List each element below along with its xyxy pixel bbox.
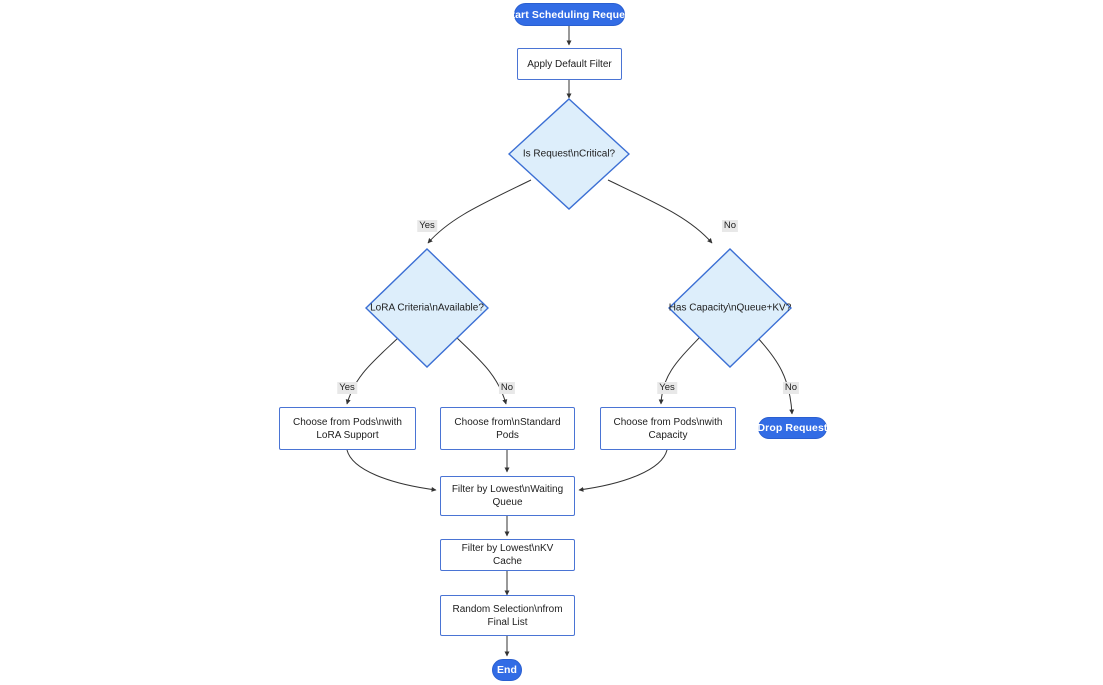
node-apply-default-filter-label: Apply Default Filter (527, 58, 612, 70)
edge-label-critical-yes: Yes (417, 220, 437, 232)
node-has-capacity-queue-kv[interactable]: Has Capacity\nQueue+KV? (668, 248, 792, 368)
edge-is-critical-no-to-capacity (607, 179, 713, 244)
edge-pods-lora-to-filter-queue (346, 449, 437, 492)
diamond-icon (365, 248, 489, 368)
node-apply-default-filter[interactable]: Apply Default Filter (517, 48, 622, 80)
node-choose-pods-lora-support-line2: LoRA Support (316, 429, 379, 441)
node-choose-pods-with-capacity[interactable]: Choose from Pods\nwith Capacity (600, 407, 736, 450)
edge-pods-capacity-to-filter-queue (578, 449, 668, 492)
node-filter-lowest-waiting-queue-line2: Queue (492, 497, 523, 508)
node-choose-standard-pods[interactable]: Choose from\nStandard Pods (440, 407, 575, 450)
node-filter-lowest-kv-cache-label: Filter by Lowest\nKV Cache (461, 543, 554, 567)
node-end[interactable]: End (492, 659, 522, 681)
node-filter-lowest-kv-cache[interactable]: Filter by Lowest\nKV Cache (440, 539, 575, 571)
edge-label-lora-yes: Yes (337, 382, 357, 394)
edge-capacity-no-to-drop-request (756, 336, 795, 415)
edge-label-lora-no: No (498, 382, 516, 394)
edge-is-critical-yes-to-lora (427, 179, 532, 244)
node-choose-pods-lora-support[interactable]: Choose from Pods\nwith LoRA Support (279, 407, 416, 450)
diamond-icon (668, 248, 792, 368)
edge-label-capacity-no: No (782, 382, 800, 394)
node-end-label: End (496, 664, 518, 676)
node-random-selection-final-list[interactable]: Random Selection\nfrom Final List (440, 595, 575, 636)
node-lora-criteria-available[interactable]: LoRA Criteria\nAvailable? (365, 248, 489, 368)
node-drop-request-label: Drop Request (757, 422, 828, 434)
node-start[interactable]: Start Scheduling Request (504, 3, 634, 26)
node-drop-request[interactable]: Drop Request (757, 417, 828, 439)
node-filter-lowest-waiting-queue-line1: Filter by Lowest\nWaiting (451, 484, 564, 495)
node-random-selection-final-list-line2: Final List (487, 616, 528, 628)
edge-lora-no-to-pods-standard (455, 336, 508, 405)
node-choose-pods-with-capacity-line1: Choose from Pods\nwith (613, 416, 723, 428)
node-filter-lowest-waiting-queue[interactable]: Filter by Lowest\nWaiting Queue (440, 476, 575, 516)
node-choose-standard-pods-line2: Pods (496, 429, 519, 441)
node-is-request-critical[interactable]: Is Request\nCritical? (508, 98, 630, 210)
node-choose-pods-with-capacity-line2: Capacity (648, 429, 688, 441)
edge-lora-yes-to-pods-lora (345, 336, 400, 405)
edge-label-capacity-yes: Yes (657, 382, 677, 394)
node-choose-standard-pods-line1: Choose from\nStandard (454, 416, 561, 428)
node-choose-pods-lora-support-line1: Choose from Pods\nwith (293, 416, 402, 428)
diamond-icon (508, 98, 630, 210)
edge-label-critical-no: No (721, 220, 739, 232)
edge-capacity-yes-to-pods-capacity (658, 336, 701, 405)
node-start-label: Start Scheduling Request (504, 8, 635, 21)
node-random-selection-final-list-line1: Random Selection\nfrom (452, 603, 563, 615)
